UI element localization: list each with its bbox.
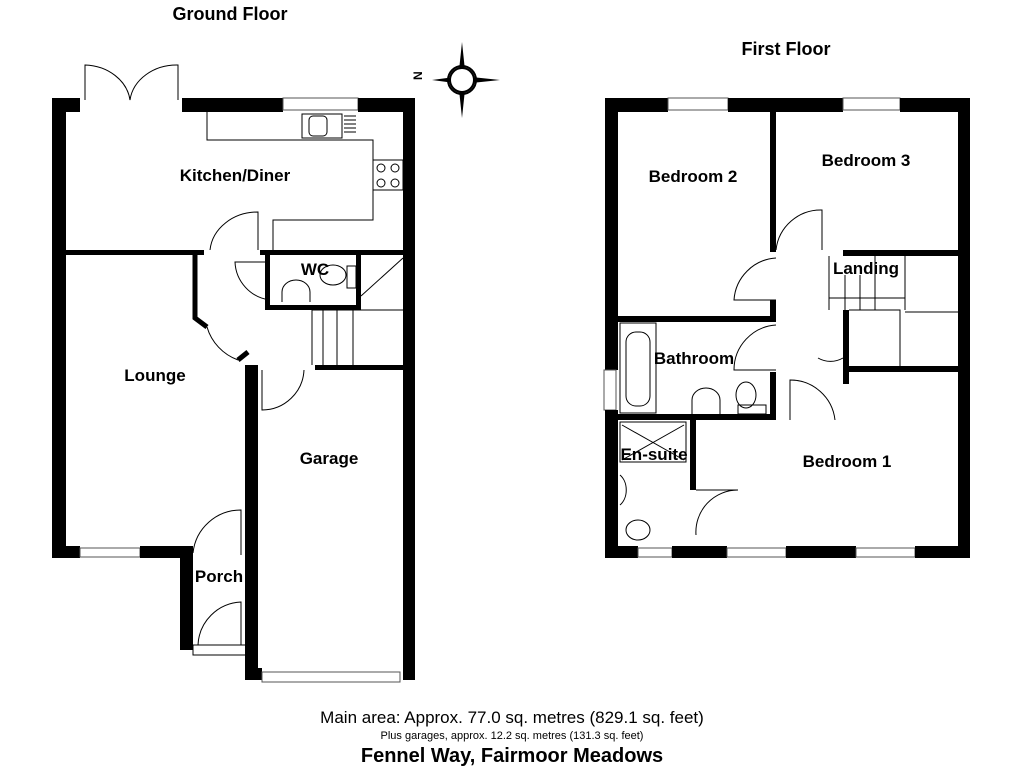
compass-north-label: N — [411, 71, 425, 80]
first-floor-title: First Floor — [742, 39, 831, 59]
room-label-kitchen-diner: Kitchen/Diner — [180, 166, 291, 185]
ground-floor-title: Ground Floor — [173, 4, 288, 24]
room-label-lounge: Lounge — [124, 366, 185, 385]
room-label-bedroom-2: Bedroom 2 — [649, 167, 738, 186]
room-label-bedroom-1: Bedroom 1 — [803, 452, 892, 471]
ground-floor-plan — [52, 64, 415, 683]
main-area-text: Main area: Approx. 77.0 sq. metres (829.… — [320, 708, 704, 727]
room-label-garage: Garage — [300, 449, 359, 468]
compass-icon: N — [411, 42, 500, 118]
room-label-bedroom-3: Bedroom 3 — [822, 151, 911, 170]
room-label-wc: WC — [301, 260, 329, 279]
first-floor-plan — [603, 97, 970, 558]
room-label-bathroom: Bathroom — [654, 349, 734, 368]
room-label-en-suite: En-suite — [620, 445, 687, 464]
property-address: Fennel Way, Fairmoor Meadows — [360, 745, 664, 767]
room-label-landing: Landing — [833, 259, 899, 278]
garage-area-text: Plus garages, approx. 12.2 sq. metres (1… — [380, 730, 644, 742]
room-label-porch: Porch — [195, 567, 243, 586]
